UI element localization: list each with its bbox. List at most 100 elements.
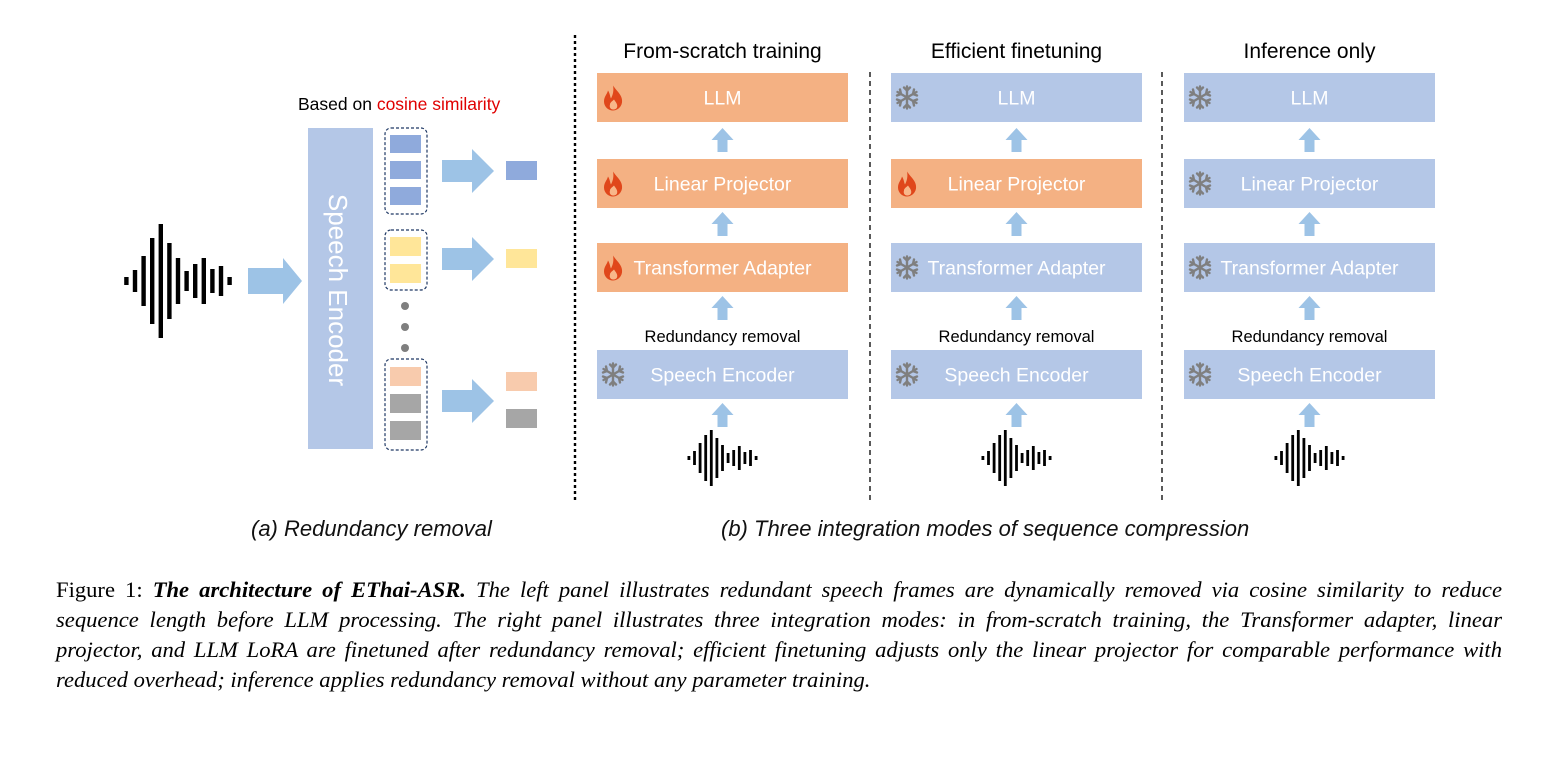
waveform-bar xyxy=(167,243,172,319)
waveform-bar xyxy=(709,430,713,486)
redundancy-removal-label: Redundancy removal xyxy=(645,328,801,346)
waveform-bar xyxy=(1285,443,1289,473)
waveform-bar xyxy=(1009,438,1013,478)
module-block xyxy=(597,350,848,399)
caption-title: The architecture of EThai-ASR. xyxy=(152,577,466,602)
flow-arrow xyxy=(1005,296,1028,320)
caption-b: (b) Three integration modes of sequence … xyxy=(721,516,1250,541)
based-on-heading: Based on cosine similarity xyxy=(298,94,501,114)
waveform-bar xyxy=(150,238,155,324)
waveform-bar xyxy=(1336,450,1339,466)
waveform-bar xyxy=(698,443,702,473)
flow-arrow xyxy=(1005,128,1028,152)
waveform-bar xyxy=(1274,456,1278,460)
reduced-token xyxy=(506,249,537,268)
token-frame xyxy=(390,367,421,386)
waveform-bar xyxy=(1341,456,1345,460)
waveform-bar xyxy=(1031,446,1035,470)
waveform-icon xyxy=(124,224,232,338)
waveform-bar xyxy=(1043,450,1046,466)
waveform-icon xyxy=(981,430,1052,486)
reduction-arrow xyxy=(442,379,494,423)
figure-caption: Figure 1: The architecture of EThai-ASR.… xyxy=(56,575,1502,695)
waveform-bar xyxy=(998,435,1002,481)
token-group-3 xyxy=(384,358,428,451)
waveform-bar xyxy=(1308,445,1311,471)
waveform-bar xyxy=(1291,435,1295,481)
waveform-bar xyxy=(184,271,189,291)
waveform-bar xyxy=(1280,451,1283,465)
panel-a: Speech Encoder Based on cosine similarit… xyxy=(124,94,537,451)
module-label: Linear Projector xyxy=(948,174,1086,196)
waveform-bar xyxy=(743,452,747,464)
caption-a: (a) Redundancy removal xyxy=(251,516,492,541)
figure-label: Figure 1: xyxy=(56,577,153,602)
module-block xyxy=(891,350,1142,399)
waveform-bar xyxy=(227,277,232,285)
waveform-bar xyxy=(218,266,224,296)
waveform-bar xyxy=(987,451,990,465)
flow-arrow xyxy=(1005,212,1028,236)
ellipsis-dot xyxy=(401,323,409,331)
token-frame xyxy=(390,264,421,283)
module-label: Transformer Adapter xyxy=(633,258,812,280)
module-label: Speech Encoder xyxy=(650,365,795,387)
waveform-bar xyxy=(158,224,163,338)
module-label: LLM xyxy=(1291,88,1329,110)
speech-encoder-label: Speech Encoder xyxy=(323,194,353,387)
waveform-bar xyxy=(704,435,708,481)
speech-encoder-block xyxy=(308,128,373,449)
waveform-bar xyxy=(992,443,996,473)
token-group-2 xyxy=(384,229,428,291)
waveform-bar xyxy=(1324,446,1328,470)
flow-arrow xyxy=(711,403,734,427)
flow-arrow xyxy=(1298,128,1321,152)
waveform-bar xyxy=(737,446,741,470)
redundancy-removal-label: Redundancy removal xyxy=(939,328,1095,346)
ellipsis-dot xyxy=(401,344,409,352)
token-frame xyxy=(390,394,421,413)
waveform-bar xyxy=(201,258,206,304)
module-label: Transformer Adapter xyxy=(1220,258,1399,280)
flow-arrow xyxy=(711,128,734,152)
module-block xyxy=(597,243,848,292)
waveform-bar xyxy=(1048,456,1052,460)
module-label: Speech Encoder xyxy=(1237,365,1382,387)
flow-arrow xyxy=(1298,403,1321,427)
waveform-bar xyxy=(732,450,736,466)
waveform-bar xyxy=(715,438,719,478)
waveform-bar xyxy=(1313,453,1317,463)
waveform-bar xyxy=(132,270,138,292)
waveform-icon xyxy=(1274,430,1345,486)
caption-body: The left panel illustrates redundant spe… xyxy=(56,577,1502,692)
module-label: Linear Projector xyxy=(654,174,792,196)
module-block xyxy=(597,73,848,122)
flow-arrow xyxy=(711,212,734,236)
module-label: Transformer Adapter xyxy=(927,258,1106,280)
mode-title: Inference only xyxy=(1244,40,1376,63)
waveform-bar xyxy=(721,445,724,471)
redundancy-removal-label: Redundancy removal xyxy=(1232,328,1388,346)
token-frame xyxy=(390,237,421,256)
waveform-bar xyxy=(1296,430,1300,486)
waveform-bar xyxy=(141,256,146,306)
module-label: LLM xyxy=(998,88,1036,110)
flow-arrow xyxy=(711,296,734,320)
waveform-bar xyxy=(754,456,758,460)
reduced-token xyxy=(506,372,537,391)
waveform-bar xyxy=(1330,452,1334,464)
ellipsis-dot xyxy=(401,302,409,310)
waveform-bar xyxy=(175,258,181,304)
module-block xyxy=(891,243,1142,292)
flow-arrow xyxy=(1298,212,1321,236)
waveform-bar xyxy=(1302,438,1306,478)
mode-title: From-scratch training xyxy=(623,40,821,63)
module-block xyxy=(1184,73,1435,122)
waveform-bar xyxy=(1020,453,1024,463)
module-label: LLM xyxy=(704,88,742,110)
module-block xyxy=(1184,159,1435,208)
token-frame xyxy=(390,135,421,153)
